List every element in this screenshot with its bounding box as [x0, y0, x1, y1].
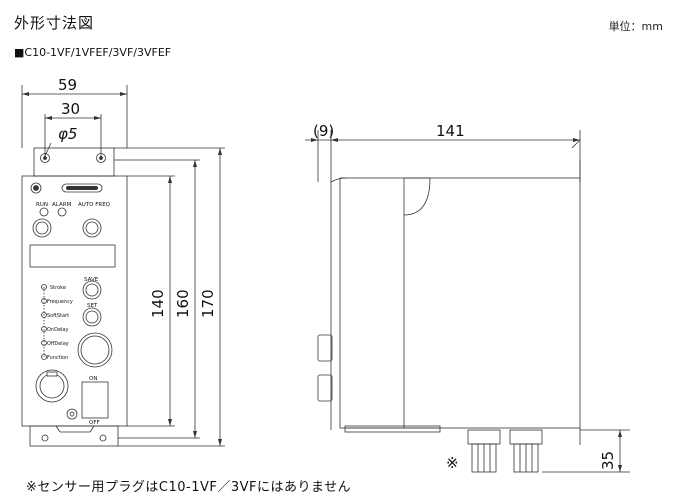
- lcd-display: [29, 244, 116, 268]
- front-body: [21, 175, 128, 427]
- label-alarm: ALARM: [52, 202, 72, 208]
- label-save: SAVE: [84, 277, 99, 283]
- param-function: Function: [47, 355, 68, 361]
- dim-141: 141: [436, 122, 465, 140]
- label-auto-freq: AUTO FREQ: [78, 202, 111, 208]
- run-button: [32, 218, 52, 238]
- param-frequency: Frequency: [47, 299, 73, 305]
- phi5-leader: [43, 142, 52, 159]
- ground-screw: [66, 408, 78, 420]
- dim-59: 59: [58, 76, 77, 94]
- param-offdelay: OffDelay: [47, 341, 69, 347]
- side-knob-2: [317, 374, 333, 402]
- dim-35: 35: [599, 451, 617, 470]
- side-knob-1: [317, 334, 333, 362]
- connector-marker: ※: [446, 454, 459, 472]
- dim-140: 140: [149, 289, 167, 318]
- main-dial: [77, 332, 113, 368]
- dim-phi5: φ5: [58, 125, 77, 143]
- slot-hole-right: [99, 434, 107, 442]
- label-off: OFF: [89, 420, 100, 426]
- connector-1-top: [467, 429, 501, 445]
- mount-tab-bottom: [29, 425, 119, 447]
- slot-hole-left: [41, 434, 49, 442]
- set-button: [82, 307, 102, 327]
- label-on: ON: [89, 376, 97, 382]
- label-run: RUN: [36, 202, 48, 208]
- power-switch: [81, 381, 109, 419]
- dim-30: 30: [61, 100, 80, 118]
- model-label: ■C10-1VF/1VFEF/3VF/3VFEF: [14, 46, 172, 59]
- connector-2-top: [509, 429, 543, 445]
- param-softstart: SoftStart: [47, 313, 69, 319]
- mount-hole-left: [40, 153, 50, 163]
- save-button: [82, 280, 102, 300]
- param-stroke: Stroke: [50, 285, 66, 291]
- label-set: SET: [87, 303, 98, 309]
- dim-170: 170: [199, 289, 217, 318]
- footnote: ※センサー用プラグはC10-1VF／3VFにはありません: [26, 480, 352, 495]
- param-ondelay: OnDelay: [47, 327, 68, 333]
- dim-160: 160: [174, 289, 192, 318]
- side-body: [339, 177, 581, 429]
- mount-hole-right: [96, 153, 106, 163]
- page-title: 外形寸法図: [14, 14, 95, 32]
- auto-freq-button: [82, 218, 102, 238]
- top-slot: [61, 183, 103, 193]
- dim-9: (9): [313, 122, 334, 140]
- unit-label: 単位：mm: [608, 20, 663, 33]
- bottom-knob: [35, 369, 69, 403]
